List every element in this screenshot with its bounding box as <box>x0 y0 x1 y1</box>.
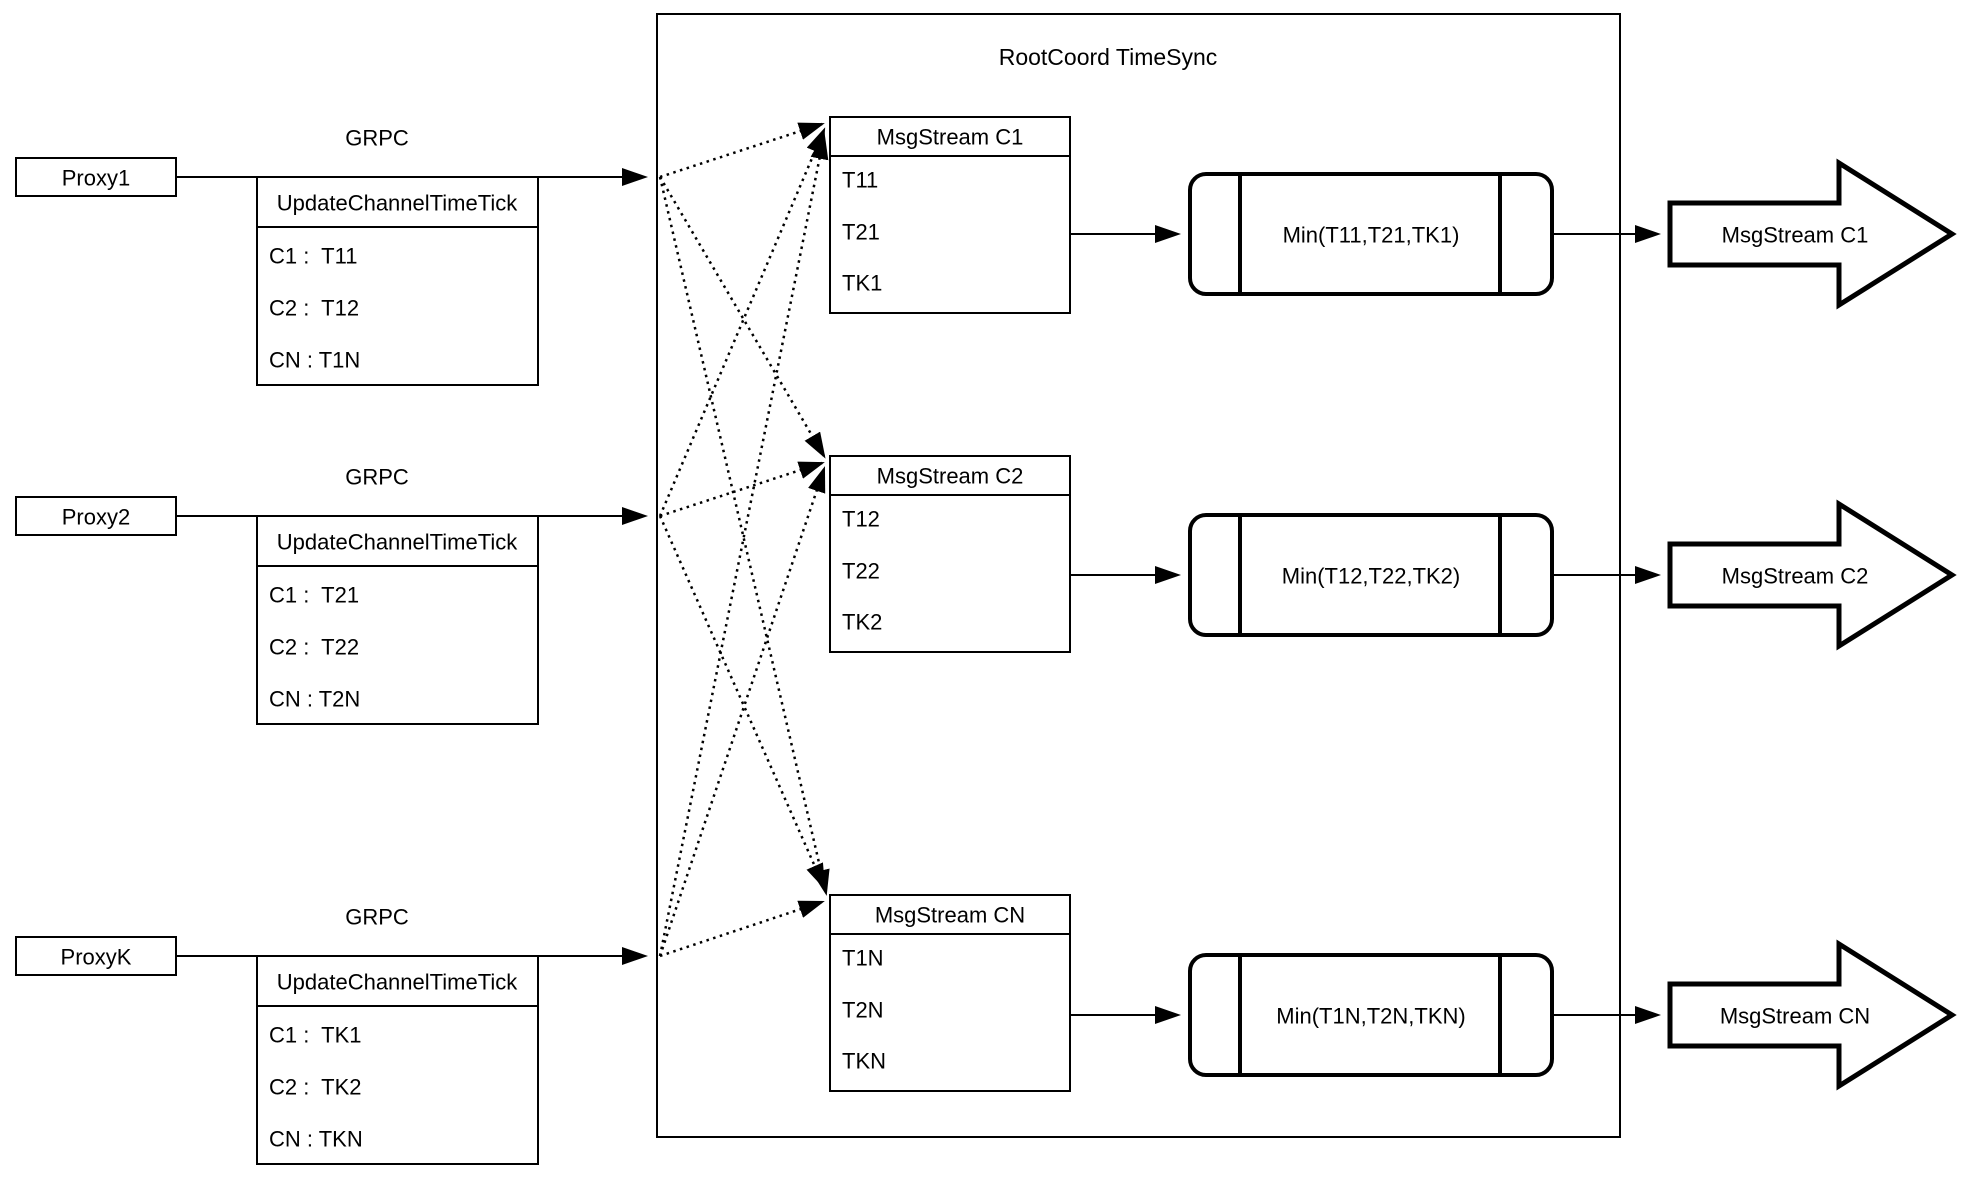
proxyk-message-table: UpdateChannelTimeTick C1 : TK1 C2 : TK2 … <box>256 955 539 1165</box>
msgstream-row: TK1 <box>842 271 882 296</box>
msgstream-row: TK2 <box>842 610 882 635</box>
grpc-label: GRPC <box>345 126 409 151</box>
output-arrow-shape <box>1667 499 1957 651</box>
msgstream-row: T21 <box>842 220 880 245</box>
message-row: C1 : T21 <box>269 583 359 608</box>
msgstream-row: TKN <box>842 1049 886 1074</box>
msgstream-table-box <box>829 455 1071 653</box>
fanout-arrow <box>659 900 825 958</box>
grpc-label: GRPC <box>345 905 409 930</box>
min-label: Min(T12,T22,TK2) <box>1282 564 1461 589</box>
timesync-fanout <box>658 122 830 958</box>
proxyk-box <box>15 936 177 976</box>
min-label: Min(T11,T21,TK1) <box>1283 223 1460 248</box>
message-row: CN : TKN <box>269 1127 363 1152</box>
min-node-3: Min(T1N,T2N,TKN) <box>1188 953 1554 1077</box>
msgstream-table-box <box>829 116 1071 314</box>
rootcoord-title: RootCoord TimeSync <box>999 44 1218 70</box>
proxy1-box <box>15 157 177 197</box>
proxyk-label: ProxyK <box>61 945 132 970</box>
grpc-label: GRPC <box>345 465 409 490</box>
output-arrow-shape <box>1667 939 1957 1091</box>
fanout-arrow <box>658 176 826 459</box>
msgstream-table-c1: MsgStream C1 T11 T21 TK1 <box>829 116 1071 314</box>
proxy-row-1: Proxy1 GRPC UpdateChannelTimeTick C1 : T… <box>15 126 648 386</box>
min-node-2: Min(T12,T22,TK2) <box>1188 513 1554 637</box>
fanout-arrow <box>658 466 826 957</box>
stream-lane-2: MsgStream C2 T12 T22 TK2 Min(T12,T22,TK2… <box>829 455 1957 653</box>
message-table-header: UpdateChannelTimeTick <box>277 530 518 555</box>
msgstream-header: MsgStream CN <box>875 903 1025 928</box>
fanout-arrow <box>659 122 825 179</box>
min-node-1: Min(T11,T21,TK1) <box>1188 172 1554 296</box>
msgstream-row: T22 <box>842 559 880 584</box>
fanout-arrow <box>659 461 825 518</box>
output-arrow-shape <box>1667 158 1957 310</box>
message-table-box <box>256 515 539 725</box>
proxy-row-2: Proxy2 GRPC UpdateChannelTimeTick C1 : T… <box>15 465 648 725</box>
output-arrow-2: MsgStream C2 <box>1667 499 1957 651</box>
stream-lane-1: MsgStream C1 T11 T21 TK1 Min(T11,T21,TK1… <box>829 116 1957 314</box>
fanout-arrow <box>658 515 826 890</box>
message-row: CN : T1N <box>269 348 360 373</box>
msgstream-row: T2N <box>842 998 884 1023</box>
output-arrow-label: MsgStream C1 <box>1722 223 1869 248</box>
message-row: C2 : T12 <box>269 296 359 321</box>
output-arrow-label: MsgStream CN <box>1720 1004 1870 1029</box>
message-table-header: UpdateChannelTimeTick <box>277 191 518 216</box>
msgstream-header: MsgStream C2 <box>877 464 1024 489</box>
proxy2-box <box>15 496 177 536</box>
message-row: C1 : T11 <box>269 244 357 269</box>
msgstream-table-box <box>829 894 1071 1092</box>
message-row: C2 : TK2 <box>269 1075 362 1100</box>
msgstream-header: MsgStream C1 <box>877 125 1024 150</box>
fanout-arrow <box>658 127 826 517</box>
output-arrow-label: MsgStream C2 <box>1722 564 1869 589</box>
output-arrow-1: MsgStream C1 <box>1667 158 1957 310</box>
message-table-box <box>256 176 539 386</box>
msgstream-row: T11 <box>842 168 878 193</box>
msgstream-table-c2: MsgStream C2 T12 T22 TK2 <box>829 455 1071 653</box>
output-arrow-3: MsgStream CN <box>1667 939 1957 1091</box>
message-row: CN : T2N <box>269 687 360 712</box>
message-table-header: UpdateChannelTimeTick <box>277 970 518 995</box>
proxy1-label: Proxy1 <box>62 166 130 191</box>
msgstream-table-cn: MsgStream CN T1N T2N TKN <box>829 894 1071 1092</box>
proxy2-label: Proxy2 <box>62 505 130 530</box>
proxy1-message-table: UpdateChannelTimeTick C1 : T11 C2 : T12 … <box>256 176 539 386</box>
message-table-box <box>256 955 539 1165</box>
message-row: C2 : T22 <box>269 635 359 660</box>
proxy2-message-table: UpdateChannelTimeTick C1 : T21 C2 : T22 … <box>256 515 539 725</box>
msgstream-row: T12 <box>842 507 880 532</box>
message-row: C1 : TK1 <box>269 1023 362 1048</box>
fanout-arrow <box>658 133 829 957</box>
proxy-row-3: ProxyK GRPC UpdateChannelTimeTick C1 : T… <box>15 905 648 1165</box>
min-label: Min(T1N,T2N,TKN) <box>1276 1004 1465 1029</box>
msgstream-row: T1N <box>842 946 884 971</box>
stream-lane-3: MsgStream CN T1N T2N TKN Min(T1N,T2N,TKN… <box>829 894 1957 1092</box>
